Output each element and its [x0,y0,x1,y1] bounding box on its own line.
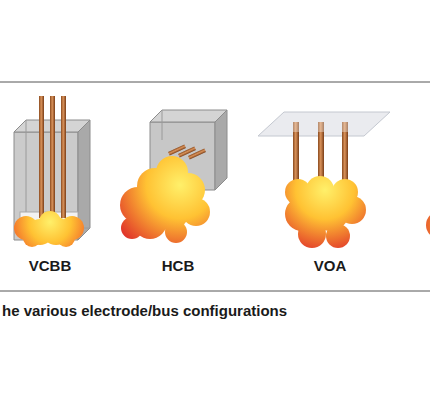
rule-line [0,82,430,83]
vcbb-figure [14,96,90,247]
figure-caption: he various electrode/bus configurations [2,302,287,319]
figure-label: VOA [314,257,347,274]
voa-figure [258,112,390,248]
hcb-figure [120,110,227,243]
figure-label: HCB [162,257,195,274]
figure-label: VCBB [29,257,72,274]
rule-line [0,291,430,292]
partial-figure [426,200,430,239]
